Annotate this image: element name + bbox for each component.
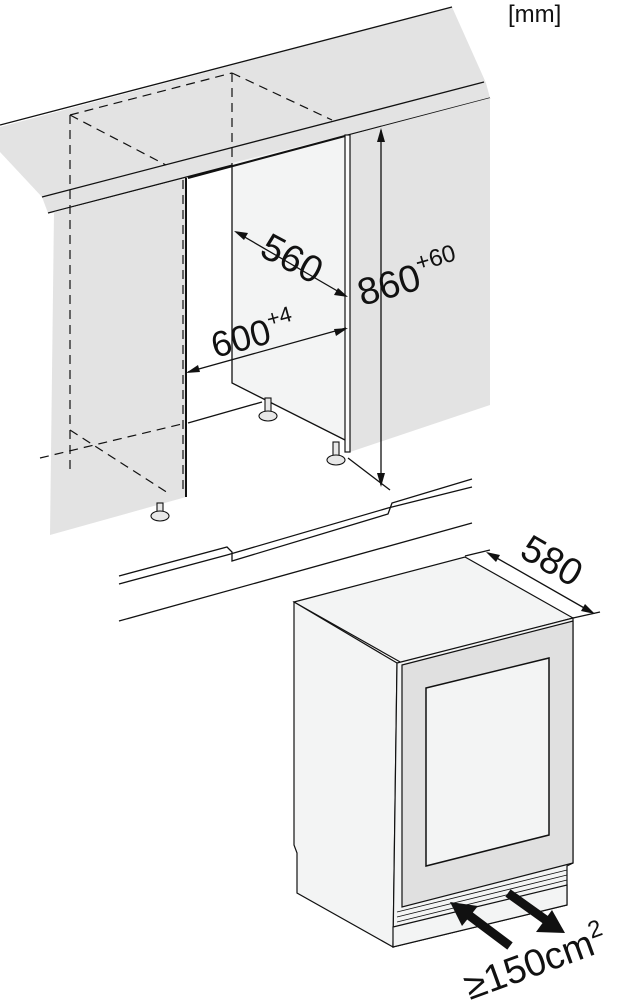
- dimension-lines: [186, 128, 391, 491]
- door-glass: [425, 657, 550, 867]
- phantom-cabinet-outline: [39, 72, 333, 495]
- floor-plinth-lines: [118, 478, 473, 622]
- ventilation-grille: [396, 869, 568, 923]
- cabinet-feet: [150, 397, 346, 522]
- depth-580-dimension-line: [464, 549, 601, 619]
- cabinet-front-edge: [344, 134, 351, 453]
- countertop-back-edge: [0, 6, 453, 126]
- niche-side-panel: [232, 135, 345, 440]
- left-cabinet: [50, 178, 186, 535]
- airflow-arrows: [450, 889, 565, 950]
- air-intake-arrow-icon: [450, 902, 513, 950]
- dimension-depth-580: 580: [514, 527, 590, 595]
- unit-label: [mm]: [508, 1, 561, 28]
- air-exhaust-arrow-icon: [505, 889, 565, 933]
- wine-cooler-appliance: [292, 556, 575, 949]
- countertop-front-top-edge: [41, 81, 485, 198]
- countertop: [0, 7, 490, 213]
- right-cabinet: [350, 98, 490, 452]
